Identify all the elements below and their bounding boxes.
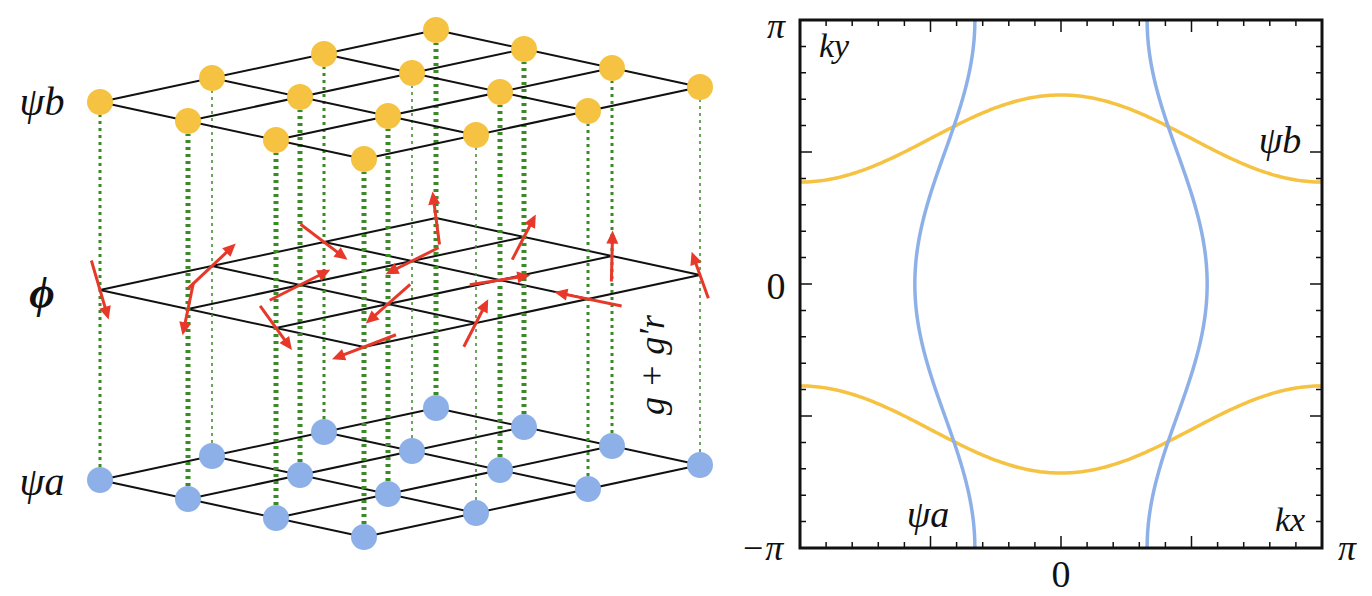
fermi-curve-a xyxy=(915,20,975,548)
spin-arrowhead xyxy=(279,336,291,350)
spin-arrow xyxy=(470,276,526,285)
spin-arrowhead xyxy=(606,231,618,244)
site-dot-a xyxy=(287,462,313,488)
spin-arrowhead xyxy=(477,299,488,313)
site-dot-a xyxy=(199,443,225,469)
fermi-curve-b xyxy=(800,95,1322,182)
spin-arrowhead xyxy=(222,244,236,257)
curve-label: ψa xyxy=(907,495,950,533)
spin-arrow xyxy=(91,261,107,316)
coupling-line xyxy=(434,43,439,395)
site-dot-a xyxy=(311,419,337,445)
fermi-curve-a xyxy=(1147,20,1207,548)
site-dot-a xyxy=(687,452,713,478)
spin-arrowhead xyxy=(99,305,111,319)
spin-arrow xyxy=(337,335,396,358)
site-dot-a xyxy=(375,481,401,507)
spin-arrowhead xyxy=(428,191,440,205)
site-dot-b xyxy=(87,89,113,115)
site-dot-b xyxy=(599,55,625,81)
site-dot-a xyxy=(423,395,449,421)
spin-arrowhead xyxy=(524,214,535,228)
site-dot-a xyxy=(463,500,489,526)
site-dot-a xyxy=(87,467,113,493)
spin-arrowhead xyxy=(516,271,530,283)
site-dot-b xyxy=(487,79,513,105)
fermi-curve-b xyxy=(800,386,1322,473)
spin-arrowhead xyxy=(332,349,346,360)
site-dot-a xyxy=(399,438,425,464)
site-dot-a xyxy=(487,457,513,483)
layer-label: ψa xyxy=(20,462,65,502)
spin-arrowhead xyxy=(334,247,348,260)
site-dot-b xyxy=(199,65,225,91)
site-dot-b xyxy=(399,60,425,86)
site-dot-a xyxy=(511,414,537,440)
coupling-line xyxy=(611,81,614,433)
curve-label: ψb xyxy=(1259,121,1302,159)
lattice-grid-b xyxy=(100,30,700,159)
spin-arrowhead xyxy=(690,252,701,266)
spin-arrow xyxy=(188,247,232,288)
site-dot-b xyxy=(463,122,489,148)
site-dot-a xyxy=(263,505,289,531)
axis-tick-label: π xyxy=(767,8,785,44)
plot-frame xyxy=(800,20,1322,548)
site-dot-a xyxy=(599,433,625,459)
spin-arrowhead xyxy=(179,321,191,335)
site-dot-a xyxy=(175,486,201,512)
axis-tick-label: −π xyxy=(741,530,783,566)
site-dot-b xyxy=(575,98,601,124)
site-dot-b xyxy=(351,146,377,172)
spin-arrowhead xyxy=(366,310,380,323)
spin-arrowhead xyxy=(554,289,568,301)
site-dot-a xyxy=(575,476,601,502)
spin-arrowhead xyxy=(316,270,330,281)
site-dot-b xyxy=(175,108,201,134)
axis-label: kx xyxy=(1275,503,1305,537)
site-dot-b xyxy=(687,74,713,100)
site-dot-b xyxy=(263,127,289,153)
axis-ticks xyxy=(800,20,1322,548)
site-dot-b xyxy=(311,41,337,67)
layer-label: ψb xyxy=(20,82,65,122)
layer-label: ϕ xyxy=(29,272,54,316)
spin-arrow xyxy=(270,272,326,300)
axis-tick-label: π xyxy=(1338,530,1356,566)
axis-label: ky xyxy=(819,29,849,63)
axis-tick-label: 0 xyxy=(767,267,786,305)
site-dot-b xyxy=(375,103,401,129)
coupling-label: g + g′r xyxy=(634,315,670,415)
lattice-illustration xyxy=(0,0,740,596)
axis-tick-label: 0 xyxy=(1052,555,1071,593)
spin-arrow xyxy=(559,293,621,306)
site-dot-b xyxy=(287,84,313,110)
spin-arrowhead xyxy=(386,263,400,274)
site-dot-b xyxy=(423,17,449,43)
site-dot-b xyxy=(511,36,537,62)
site-dot-a xyxy=(351,524,377,550)
